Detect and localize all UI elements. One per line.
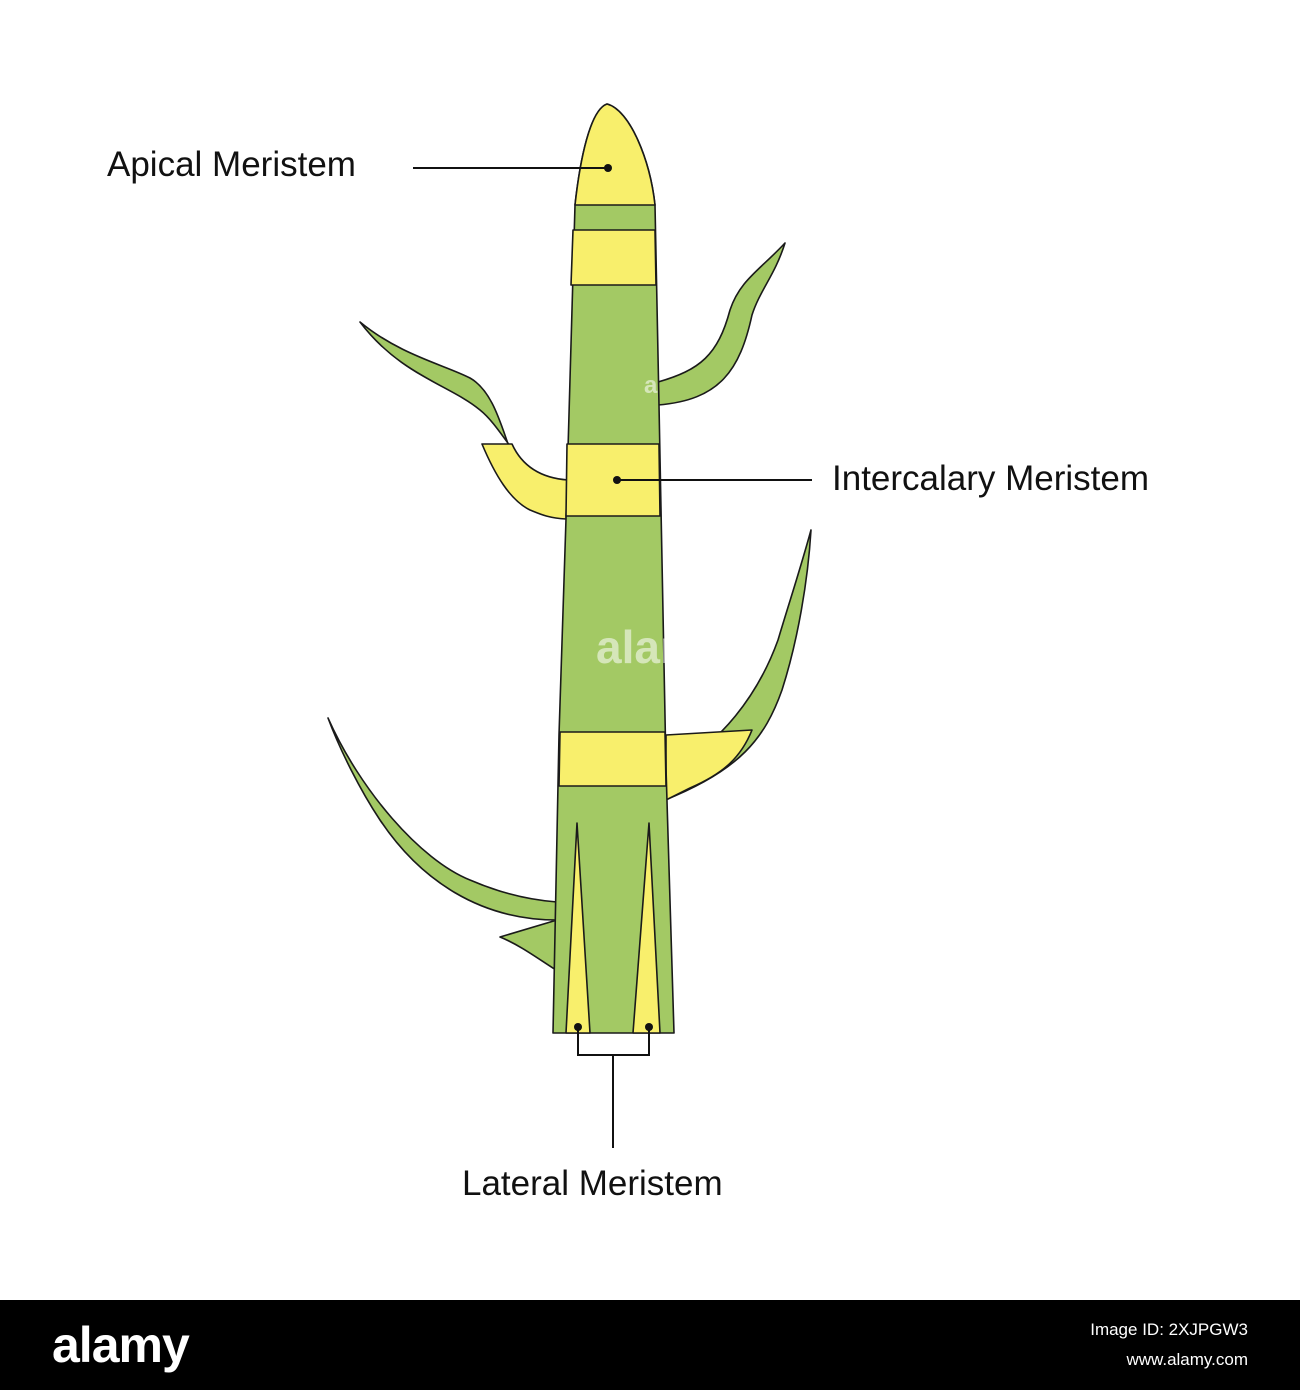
lateral-meristem-label: Lateral Meristem [462, 1164, 723, 1203]
plant-stem-diagram [327, 103, 812, 1148]
lateral-pointer-dot-right [645, 1023, 653, 1031]
leaf-upper-left-yellow [481, 443, 569, 520]
site-url-text: www.alamy.com [1126, 1350, 1248, 1369]
apical-meristem-label: Apical Meristem [107, 145, 356, 184]
upper-band [570, 229, 657, 286]
alamy-logo: alamy [52, 1317, 190, 1373]
image-id-text: Image ID: 2XJPGW3 [1090, 1320, 1248, 1339]
intercalary-meristem-label: Intercalary Meristem [832, 459, 1150, 498]
footer-bar: alamy Image ID: 2XJPGW3 www.alamy.com [0, 1300, 1300, 1390]
lateral-meristem-right [632, 822, 661, 1034]
apical-pointer-dot [604, 164, 612, 172]
leaf-lower-right-yellow [665, 729, 753, 801]
watermark-small: a [644, 372, 658, 399]
lower-band [558, 731, 667, 787]
leaf-upper-right [657, 242, 786, 406]
intercalary-pointer-dot [613, 476, 621, 484]
leaf-lower-left [327, 717, 558, 971]
apical-meristem-region [574, 103, 656, 206]
lateral-pointer-dot-left [574, 1023, 582, 1031]
watermark-large: alan [596, 621, 689, 673]
